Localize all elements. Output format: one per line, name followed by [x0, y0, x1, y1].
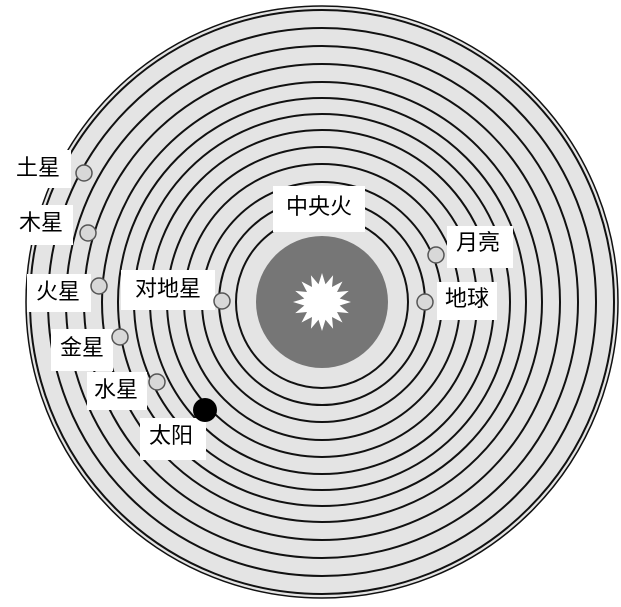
body-mars: 火星 [27, 274, 108, 312]
earth-label: 地球 [445, 287, 489, 312]
mars-planet-icon [90, 277, 108, 295]
central-fire-icon [293, 273, 351, 331]
sun-label: 太阳 [149, 424, 193, 449]
moon-planet-icon [427, 246, 445, 264]
venus-label: 金星 [60, 336, 104, 361]
body-earth: 地球 [416, 282, 497, 320]
earth-planet-icon [416, 293, 434, 311]
jupiter-label: 木星 [19, 211, 63, 236]
counter-earth-planet-icon [213, 292, 231, 310]
orbit-ring [101, 81, 543, 523]
body-jupiter: 木星 [11, 205, 97, 245]
body-moon: 月亮 [427, 226, 513, 268]
saturn-planet-icon [75, 164, 93, 182]
saturn-label: 土星 [16, 156, 60, 181]
moon-label: 月亮 [456, 231, 500, 256]
counter-earth-label: 对地星 [135, 277, 201, 302]
venus-planet-icon [111, 328, 129, 346]
body-venus: 金星 [51, 328, 129, 371]
orbit-ring [117, 97, 527, 507]
svg-text:中央火: 中央火 [286, 195, 352, 220]
body-saturn: 土星 [7, 150, 93, 188]
jupiter-planet-icon [79, 224, 97, 242]
central-fire-label: 中央火 [273, 186, 365, 232]
body-counter-earth: 对地星 [121, 270, 231, 310]
mercury-label: 水星 [94, 378, 138, 403]
mars-label: 火星 [36, 280, 80, 305]
sun-icon [193, 398, 217, 422]
body-sun: 太阳 [140, 398, 217, 460]
body-mercury: 水星 [87, 372, 166, 410]
mercury-planet-icon [148, 373, 166, 391]
